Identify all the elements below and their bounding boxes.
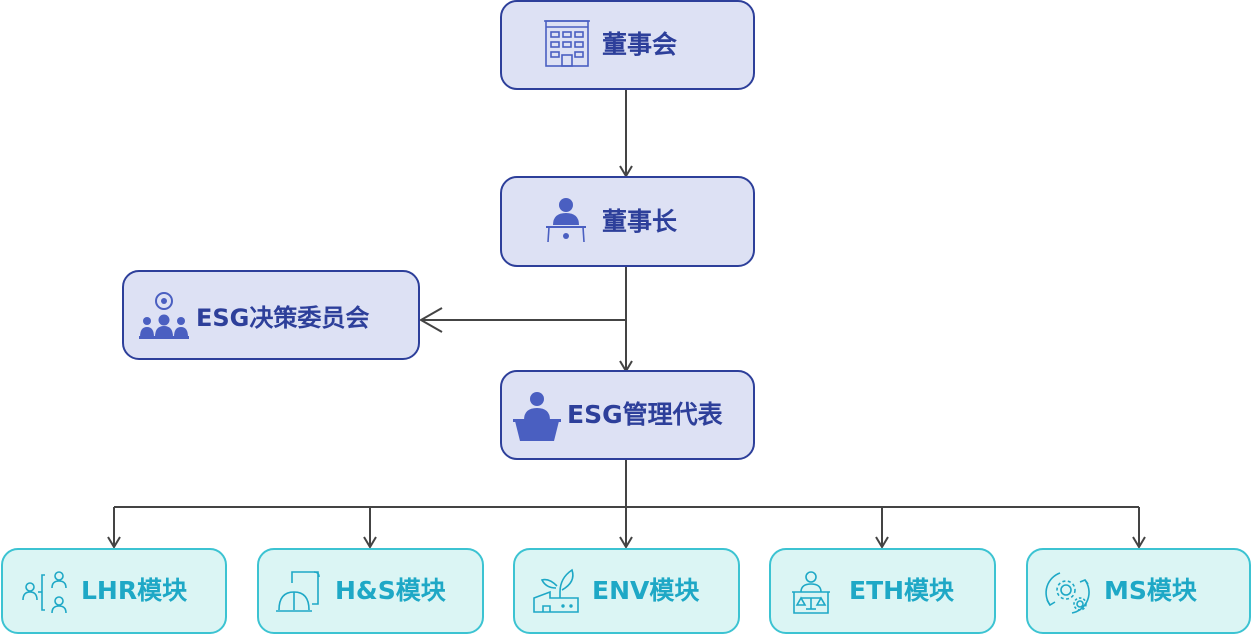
esg-rep-label: ESG管理代表 <box>567 400 724 429</box>
committee-group-icon <box>139 292 189 339</box>
module-hs-label: H&S模块 <box>335 576 446 605</box>
connectors <box>107 89 1146 549</box>
module-lhr-label: LHR模块 <box>81 576 187 605</box>
chairman-label: 董事长 <box>602 207 678 236</box>
people-network-icon <box>22 571 67 614</box>
module-eth-label: ETH模块 <box>849 576 954 605</box>
node-board: 董事会 <box>500 0 755 90</box>
node-module-ms: MS模块 <box>1026 548 1251 634</box>
gears-cycle-icon <box>1045 572 1090 614</box>
chairman-at-desk-icon <box>546 198 586 243</box>
node-esg-rep: ESG管理代表 <box>500 370 755 460</box>
esg-committee-label: ESG决策委员会 <box>196 304 369 332</box>
node-esg-committee: ESG决策委员会 <box>122 270 420 360</box>
module-ms-label: MS模块 <box>1104 576 1197 605</box>
module-env-label: ENV模块 <box>592 576 699 605</box>
node-module-hs: H&S模块 <box>257 548 484 634</box>
node-module-lhr: LHR模块 <box>1 548 227 634</box>
hardhat-blueprint-icon <box>276 571 320 612</box>
node-module-eth: ETH模块 <box>769 548 996 634</box>
representative-at-desk-icon <box>513 392 561 441</box>
node-module-env: ENV模块 <box>513 548 740 634</box>
sprout-factory-icon <box>533 568 579 613</box>
person-scales-icon <box>792 571 830 614</box>
building-icon <box>544 20 590 67</box>
board-label: 董事会 <box>602 30 677 59</box>
node-chairman: 董事长 <box>500 176 755 267</box>
